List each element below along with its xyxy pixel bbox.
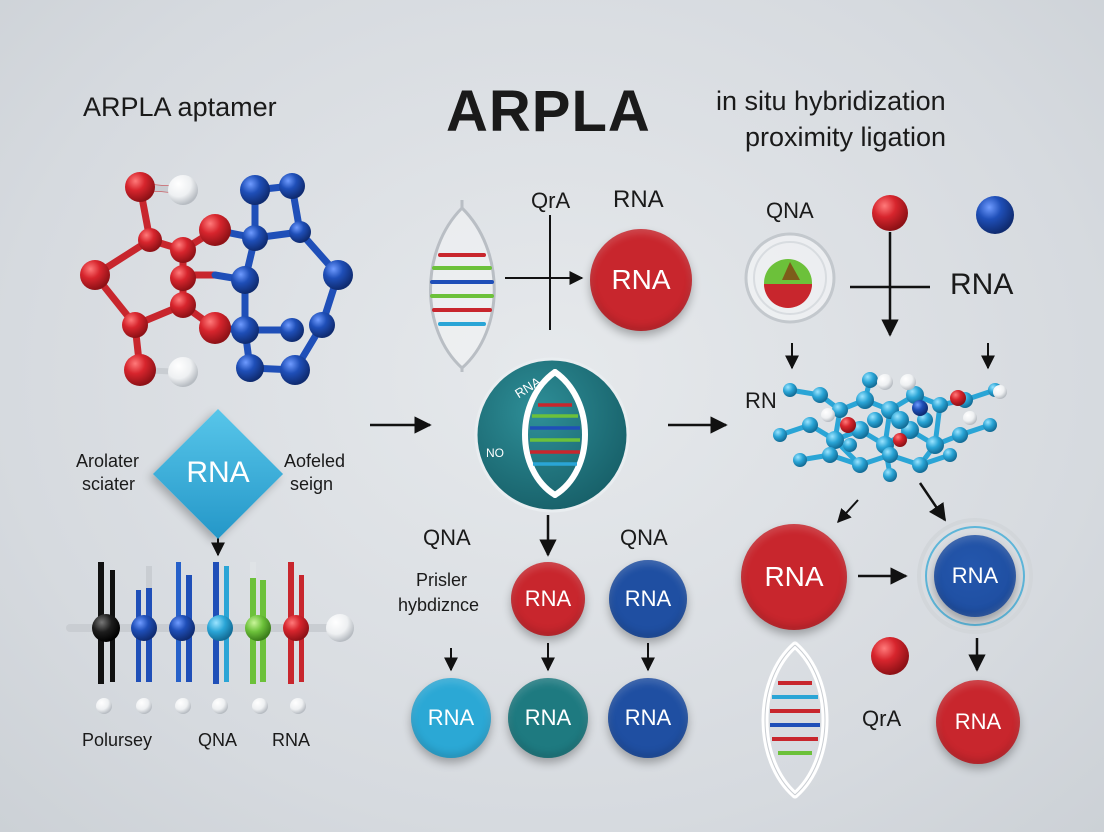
rna-node-mid-blue: RNA bbox=[609, 560, 687, 638]
rna-right-top-label: RNA bbox=[950, 268, 1014, 301]
rna-node-bottom-blue: RNA bbox=[608, 678, 688, 758]
qna-bottom-label: QNA bbox=[198, 730, 238, 750]
arolater-label-2: sciater bbox=[82, 474, 136, 494]
right-title-line1: in situ hybridization bbox=[716, 86, 946, 116]
qra-bottom-right-label: QrA bbox=[862, 706, 902, 731]
rn-label: RN bbox=[745, 388, 777, 413]
rna-diamond-label: RNA bbox=[186, 456, 250, 489]
qna-mid-left-label: QNA bbox=[423, 525, 471, 550]
rna-node-bottom-lightblue: RNA bbox=[411, 678, 491, 758]
protein-complex bbox=[773, 372, 1007, 482]
blue-sphere-top bbox=[976, 196, 1014, 234]
aofeled-label-1: Aofeled bbox=[284, 451, 346, 471]
qna-right-top-label: QNA bbox=[766, 198, 814, 223]
qra-top-label: QrA bbox=[531, 188, 571, 213]
rna-bottom-label: RNA bbox=[272, 730, 311, 750]
helix-no-label: NO bbox=[486, 446, 504, 460]
red-sphere-top bbox=[872, 195, 908, 231]
right-title-line2: proximity ligation bbox=[745, 122, 947, 152]
ring-halo bbox=[917, 518, 1033, 634]
helix-bottom-right bbox=[761, 641, 829, 799]
left-title: ARPLA aptamer bbox=[83, 92, 277, 122]
rna-node-right-red-bottom: RNA bbox=[936, 680, 1020, 764]
rna-top-label: RNA bbox=[613, 186, 664, 213]
rna-node-right-ring: RNA bbox=[934, 535, 1016, 617]
rna-node-bottom-teal: RNA bbox=[508, 678, 588, 758]
arolater-label-1: Arolater bbox=[76, 451, 140, 471]
central-helix-circle bbox=[474, 357, 630, 513]
target-disc bbox=[744, 232, 836, 324]
cross-junction-right bbox=[850, 232, 930, 337]
rna-node-top-red: RNA bbox=[590, 229, 692, 331]
polursey-label: Polursey bbox=[82, 730, 153, 750]
rna-node-mid-red: RNA bbox=[511, 562, 585, 636]
cross-junction-top bbox=[505, 215, 584, 330]
aofeled-label-2: seign bbox=[290, 474, 334, 494]
qna-mid-right-label: QNA bbox=[620, 525, 668, 550]
prisler-label-2: hybdiznce bbox=[398, 595, 480, 615]
center-title: ARPLA bbox=[446, 79, 651, 144]
red-sphere-bottom bbox=[871, 637, 909, 675]
prisler-label-1: Prisler bbox=[416, 570, 468, 590]
rna-node-right-red-big: RNA bbox=[741, 524, 847, 630]
aptamer-molecule bbox=[80, 172, 353, 387]
helix-capsule bbox=[429, 200, 496, 372]
polymer-strip bbox=[66, 532, 354, 714]
